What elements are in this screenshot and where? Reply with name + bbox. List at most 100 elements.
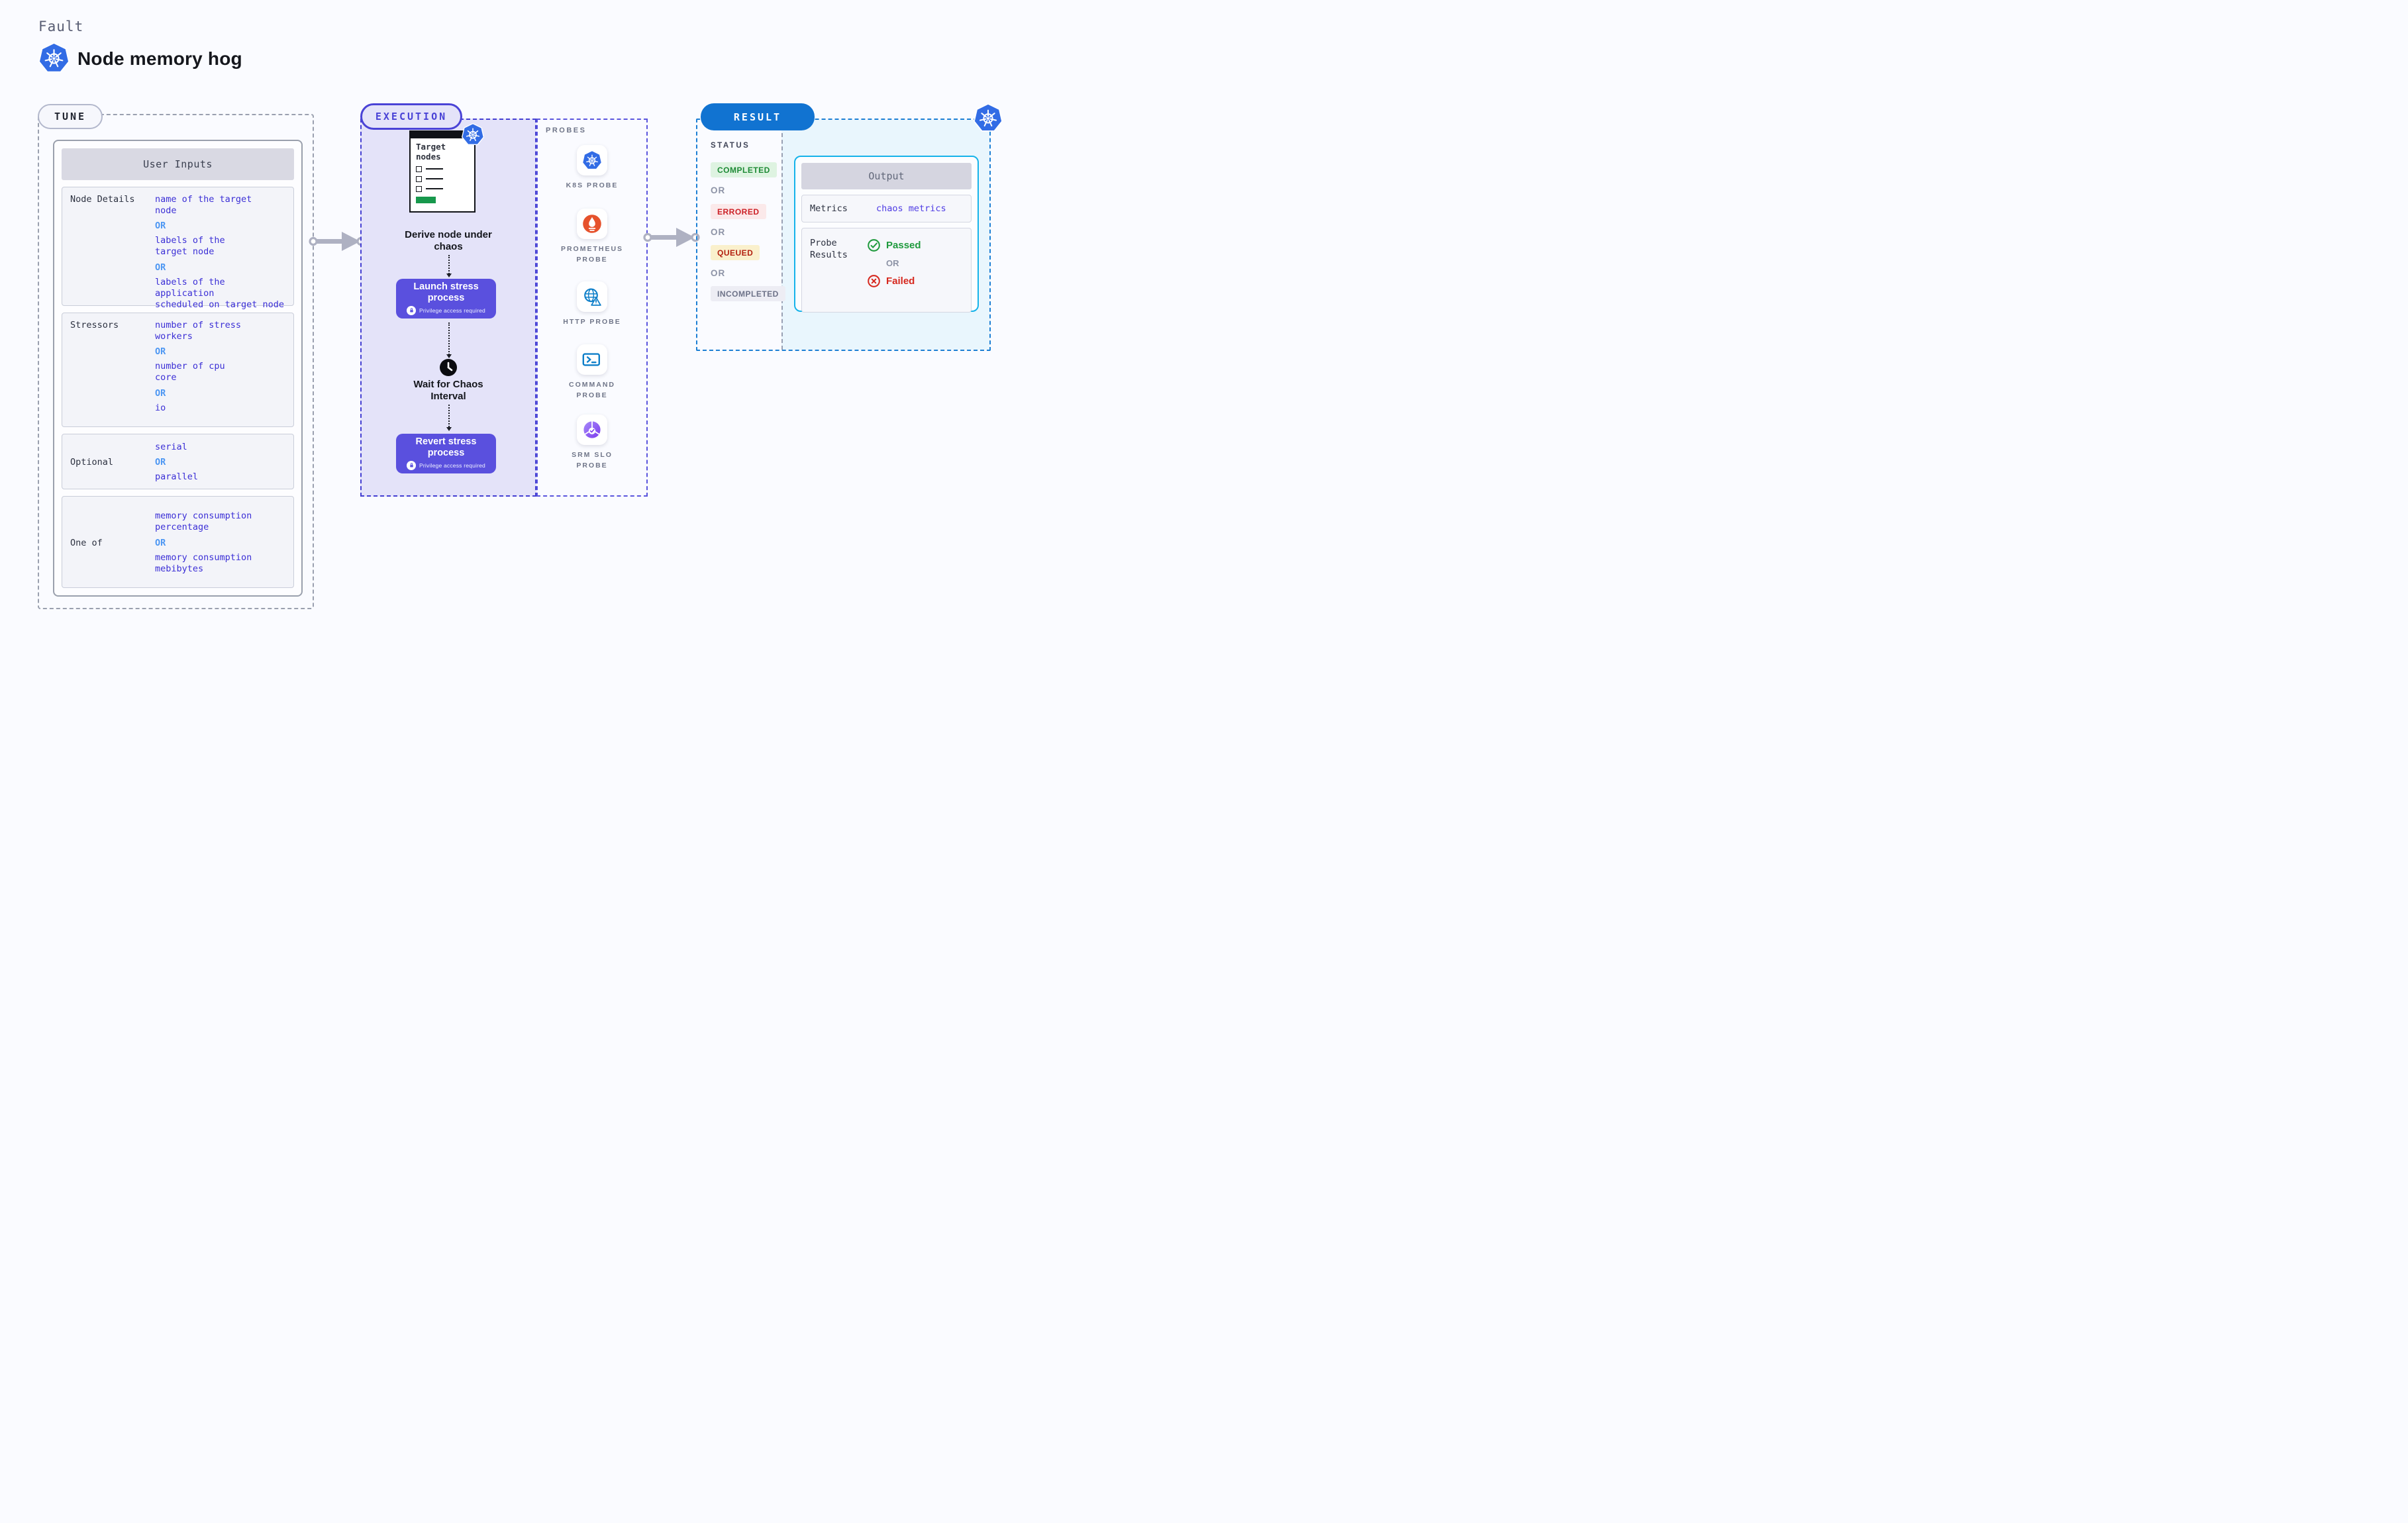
flow-arrow-icon	[309, 230, 366, 252]
kubernetes-icon	[462, 123, 484, 146]
probe-results-row: Probe Results Passed OR Failed	[801, 228, 972, 313]
target-nodes-label: Target nodes	[416, 142, 446, 162]
kubernetes-icon	[974, 103, 1003, 132]
target-nodes-window: Target nodes	[409, 123, 484, 213]
output-title: Output	[801, 163, 972, 189]
or-label: OR	[711, 185, 726, 195]
metrics-label: Metrics	[810, 203, 848, 214]
probes-title: PROBES	[546, 126, 587, 134]
probe-label: HTTP PROBE	[563, 318, 621, 326]
clock-icon	[440, 359, 457, 376]
failed-label: Failed	[886, 275, 915, 287]
lock-icon	[407, 305, 417, 315]
or-label: OR	[155, 221, 166, 232]
probe-results-label: Probe Results	[810, 238, 848, 260]
lock-icon	[407, 460, 417, 470]
output-card: Output Metrics chaos metrics Probe Resul…	[794, 156, 979, 313]
passed-label: Passed	[886, 240, 921, 251]
node-list-item	[416, 185, 469, 192]
row-label: Node Details	[70, 193, 135, 205]
progress-bar	[416, 196, 436, 203]
flow-down-arrow-icon	[446, 255, 452, 277]
status-badge-incompleted: INCOMPLETED	[711, 286, 785, 301]
input-value: serial	[155, 441, 187, 452]
status-title: STATUS	[711, 142, 750, 150]
input-value: memory consumption mebibytes	[155, 552, 252, 574]
kubernetes-icon	[38, 42, 70, 73]
user-inputs-title: User Inputs	[62, 148, 294, 180]
probe-label: PROMETHEUS PROBE	[560, 245, 624, 264]
probe-prometheus: PROMETHEUS PROBE	[538, 209, 646, 266]
status-badge-queued: QUEUED	[711, 245, 760, 260]
input-value: io	[155, 402, 166, 413]
input-value: number of stress workers	[155, 319, 242, 342]
launch-stress-button[interactable]: Launch stress process Privilege access r…	[396, 279, 496, 319]
check-circle-icon	[868, 239, 880, 252]
input-row-node-details: Node Details name of the target node OR …	[62, 186, 294, 310]
row-label: Optional	[70, 457, 114, 468]
or-label: OR	[155, 346, 166, 358]
tune-section	[38, 114, 314, 609]
passed-result: Passed	[867, 238, 921, 252]
status-badge-errored: ERRORED	[711, 204, 766, 219]
input-row-one-of: One of memory consumption percentage OR …	[62, 496, 294, 588]
probe-srm-slo: SRM SLO PROBE	[538, 415, 646, 471]
or-label: OR	[711, 268, 726, 278]
x-circle-icon	[868, 275, 880, 287]
or-label: OR	[711, 227, 726, 237]
or-label: OR	[155, 262, 166, 273]
checkbox-icon	[416, 185, 422, 192]
privilege-note: Privilege access required	[419, 462, 485, 469]
input-row-stressors: Stressors number of stress workers OR nu…	[62, 312, 294, 427]
row-label: Stressors	[70, 319, 119, 330]
revert-stress-button[interactable]: Revert stress process Privilege access r…	[396, 434, 496, 473]
checkbox-icon	[416, 175, 422, 182]
failed-result: Failed	[867, 274, 921, 288]
flow-down-arrow-icon	[446, 405, 452, 431]
terminal-icon	[577, 344, 607, 375]
input-value: labels of the target node	[155, 235, 225, 258]
user-inputs-card: User Inputs Node Details name of the tar…	[53, 140, 303, 597]
execution-badge: EXECUTION	[360, 103, 462, 130]
row-label: One of	[70, 537, 103, 548]
wait-interval-label: Wait for Chaos Interval	[413, 379, 483, 402]
input-value: parallel	[155, 471, 199, 483]
input-row-optional: Optional serial OR parallel	[62, 433, 294, 490]
probe-command: COMMAND PROBE	[538, 344, 646, 401]
input-value: labels of the application scheduled on t…	[155, 276, 285, 311]
or-label: OR	[155, 457, 166, 468]
revert-stress-label: Revert stress process	[415, 436, 477, 458]
flow-arrow-icon	[643, 226, 700, 248]
probe-k8s: K8S PROBE	[538, 145, 646, 191]
node-list-item	[416, 166, 469, 172]
or-label: OR	[155, 537, 166, 548]
checkbox-icon	[416, 166, 422, 172]
probe-label: COMMAND PROBE	[569, 381, 615, 400]
metrics-row: Metrics chaos metrics	[801, 195, 972, 222]
result-badge: RESULT	[701, 103, 815, 130]
slo-pie-icon	[577, 415, 607, 445]
prometheus-icon	[577, 209, 607, 239]
fault-eyebrow: Fault	[38, 19, 84, 34]
status-badge-completed: COMPLETED	[711, 162, 777, 177]
privilege-note: Privilege access required	[419, 307, 485, 314]
or-label: OR	[155, 387, 166, 399]
tune-badge: TUNE	[38, 104, 103, 129]
input-value: memory consumption percentage	[155, 511, 252, 533]
probe-label: K8S PROBE	[566, 181, 619, 189]
launch-stress-label: Launch stress process	[413, 281, 479, 303]
flow-down-arrow-icon	[446, 322, 452, 358]
kubernetes-icon	[577, 145, 607, 175]
probes-section: PROBES K8S PROBE PROMETHEUS PROBE	[536, 119, 648, 497]
node-list-item	[416, 175, 469, 182]
page-title: Node memory hog	[77, 48, 242, 69]
input-value: number of cpu core	[155, 361, 225, 383]
or-label: OR	[886, 258, 899, 268]
execution-section: Target nodes Derive node under chaos Lau…	[360, 119, 536, 497]
input-value: name of the target node	[155, 193, 252, 216]
probe-http: HTTP PROBE	[538, 281, 646, 327]
http-globe-icon	[577, 281, 607, 312]
probe-label: SRM SLO PROBE	[572, 451, 613, 470]
derive-node-label: Derive node under chaos	[405, 229, 492, 252]
window-titlebar	[411, 132, 474, 138]
